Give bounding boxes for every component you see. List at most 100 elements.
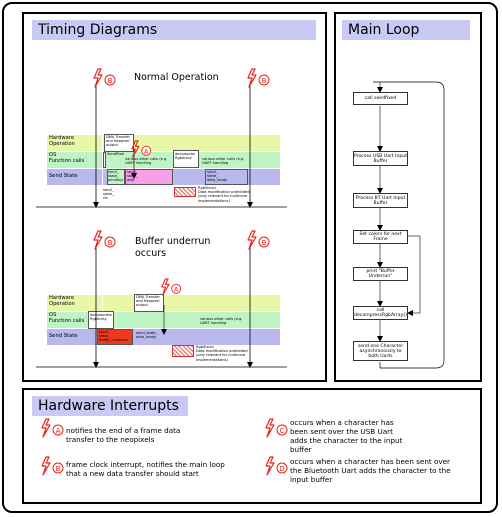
decompress-normal-line1: decompres (175, 152, 195, 156)
send-row-label-bg (47, 169, 102, 185)
send-row-label: Send State (47, 173, 102, 180)
various-calls-2-label: various other calls (e.g.UART handling (202, 157, 244, 165)
legend-interrupt-c-icon: C (265, 418, 288, 438)
state3-line3: data_ready (207, 178, 228, 183)
lightning-bolt-icon (93, 68, 103, 88)
loop-step-7-label: send one Character asynchronously to bot… (357, 343, 404, 359)
state-underrun-line1: send_state_ (136, 331, 158, 335)
state-data-ready-underrun-label: send_state_data_ready (136, 331, 157, 339)
interrupt-letter: B (56, 465, 61, 473)
state1-line3: pending (108, 178, 123, 183)
state2-line3: wait (127, 178, 135, 183)
os-row-label-line2: Function calls (49, 157, 85, 164)
interrupt-c-description: occurs when a character has been sent ov… (290, 418, 403, 454)
dma-normal-line3: output (106, 143, 118, 148)
interrupt-letter: B (262, 77, 267, 85)
timing-panel-title: Timing Diagrams (32, 20, 316, 40)
below1-line1: send_ (103, 188, 114, 192)
lightning-bolt-icon (265, 456, 275, 476)
send-row-label-2-text: Send State (49, 333, 78, 339)
interrupt-letter-circle (171, 283, 182, 294)
interrupt-letter: A (174, 286, 179, 293)
state-buffer-underrun-label: send_state_buffer_underrun (99, 330, 128, 343)
state-buffer-underrun-box (97, 329, 133, 345)
interrupt-a-marker-2: A (161, 278, 182, 296)
lightning-bolt-icon (41, 456, 51, 476)
os-row-underrun (103, 312, 280, 328)
dma-normal-line2: and Neopixel (106, 139, 130, 144)
legend-normal-line1: RgbStruct (198, 186, 216, 190)
interrupt-letter-circle (52, 424, 64, 436)
various-calls-underrun-label: various other calls (e.g.UART handling (200, 317, 242, 325)
dma-transfer-box-underrun (134, 294, 164, 312)
interrupt-letter-circle (258, 74, 270, 86)
lightning-bolt-icon (265, 418, 275, 438)
interrupt-letter-circle (258, 236, 270, 248)
legend-interrupt-a-icon: A (41, 418, 64, 438)
interrupt-letter-circle (276, 424, 288, 436)
interrupt-d-description: occurs when a character has been sent ov… (290, 457, 451, 484)
state-pending-label: send_state_pending (108, 170, 123, 183)
loop-step-3-label: Process BT Uart Input Buffer (355, 195, 406, 206)
loop-step-bt-uart: Process BT Uart Input Buffer (353, 193, 408, 208)
interrupt-letter-circle (276, 462, 288, 474)
send-pixel-label: SendPixel (107, 152, 125, 156)
interrupt-letter: D (279, 465, 284, 473)
state-rts-label: send_state_rts (103, 188, 114, 201)
legend-underrun-line2: Data modification prohibited (196, 349, 248, 354)
send-pixel-box (103, 152, 106, 168)
loop-step-send-character: send one Character asynchronously to bot… (353, 341, 408, 361)
os-row-label-2-line1: OS (49, 312, 57, 318)
legend-underrun-line3: (only relevant for multicore (196, 353, 246, 358)
lightning-bolt-icon (93, 230, 103, 250)
decompress-box-underrun (88, 311, 114, 329)
legend-interrupt-d-icon: D (265, 456, 288, 476)
lightning-bolt-icon (131, 140, 140, 158)
decompress-box-normal (173, 150, 199, 168)
send-row-label-text: Send State (49, 173, 78, 179)
hardware-row-label-line1: Hardware (49, 135, 75, 141)
send-row-label-2: Send State (47, 333, 102, 340)
interrupt-letter: A (144, 148, 149, 155)
decompress-underrun-line1: decompress (90, 313, 112, 317)
lightning-bolt-icon (41, 418, 51, 438)
loop-step-6-label: call decompressRgbArray() (354, 308, 407, 318)
interrupt-a-description: notifies the end of a frame data transfe… (66, 426, 181, 444)
hardware-row-label-bg-2 (47, 295, 102, 311)
os-row-label-bg (47, 152, 102, 168)
red-line3: buffer_underrun (99, 338, 129, 343)
interrupt-letter-circle (104, 74, 116, 86)
dma-underrun-line1: DMA Transfer (136, 295, 160, 299)
interrupt-letter: A (56, 427, 61, 435)
various-calls-1-label: various other calls (e.g.UART handling (125, 157, 167, 165)
dma-transfer-box-normal (104, 134, 134, 152)
state1-line1: send_ (108, 170, 119, 174)
interrupt-letter: B (262, 239, 267, 247)
various-underrun-line2: UART handling (200, 321, 227, 326)
main-loop-panel-title: Main Loop (342, 20, 470, 40)
os-row-label-line1: OS (49, 152, 57, 158)
interrupt-b-marker-2: B (247, 68, 270, 88)
hardware-row-label-bg (47, 135, 102, 151)
state2-line1: send_ (127, 170, 138, 174)
state-data-ready-box (205, 169, 248, 185)
dma-underrun-line2: and Neopixel (136, 299, 160, 304)
legend-underrun-line4: implementations) (196, 357, 228, 362)
loop-step-set-colors: Set colors for next Frame (353, 230, 408, 244)
main-loop-panel: Main Loop (334, 12, 482, 382)
interrupt-b-marker-3: B (93, 230, 116, 250)
interrupt-b-marker-4: B (247, 230, 270, 250)
state1-line2: state_ (108, 174, 119, 179)
rgbstruct-legend-swatch-normal (174, 187, 196, 197)
legend-normal-line3: (only relevant for multicore (198, 194, 248, 199)
red-line2: state_ (99, 334, 110, 339)
dma-underrun-line3: output (136, 303, 148, 308)
